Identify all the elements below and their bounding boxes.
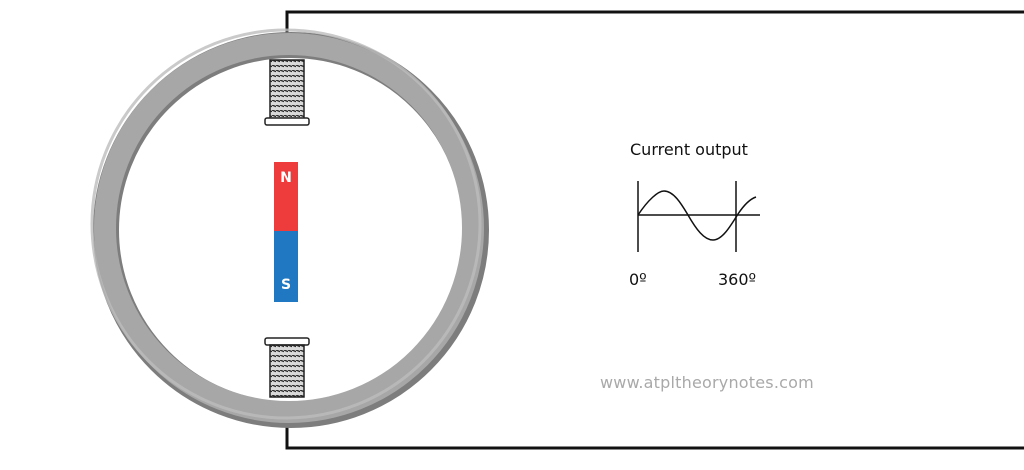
sine-curve [637,190,757,241]
magnet-north-label: N [280,170,292,186]
bottom-coil [264,337,310,398]
wire-top [285,10,1024,38]
magnet-north-pole [274,162,298,231]
watermark-text: www.atpltheorynotes.com [600,373,814,392]
graph-title: Current output [630,140,748,159]
graph-end-label: 360º [718,270,757,289]
stator-ring [90,28,489,428]
top-coil [264,59,310,126]
wire-bottom [285,420,1024,450]
magnet-south-label: S [281,277,291,293]
current-output-graph [637,181,760,252]
bar-magnet: N S [274,162,298,302]
graph-start-label: 0º [629,270,647,289]
magnet-south-pole [274,231,298,302]
